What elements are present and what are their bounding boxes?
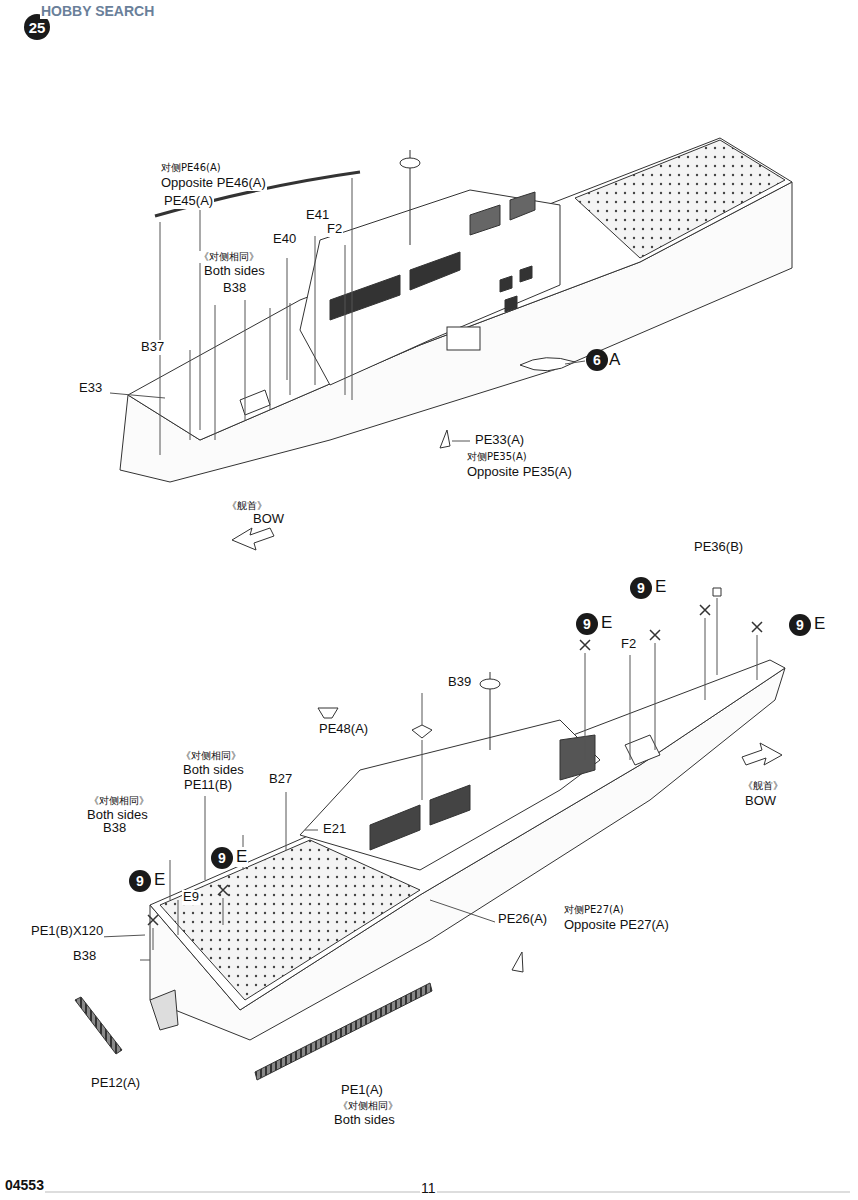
- callout-circle: 9: [211, 847, 233, 869]
- part-label: 《对侧相同》: [337, 1100, 399, 1112]
- part-label: B27: [268, 772, 293, 787]
- part-label: E: [153, 870, 166, 890]
- step-number: 9: [218, 850, 226, 866]
- part-label: E21: [322, 822, 347, 837]
- part-label: E9: [182, 890, 200, 905]
- part-label: B38: [222, 281, 247, 296]
- part-label: BOW: [744, 794, 777, 809]
- callout-circle: 9: [789, 614, 811, 636]
- part-label: Opposite PE35(A): [466, 465, 573, 480]
- callout-circle: 6: [586, 349, 608, 371]
- part-label: F2: [326, 222, 343, 237]
- part-label: PE1(A): [340, 1083, 384, 1098]
- step-number: 9: [637, 580, 645, 596]
- part-label: Both sides: [333, 1113, 396, 1128]
- part-label: 《舰首》: [226, 500, 268, 512]
- part-label: Opposite PE46(A): [160, 176, 267, 191]
- part-label: Opposite PE27(A): [563, 918, 670, 933]
- part-label: 对侧PE46(A): [160, 162, 222, 174]
- step-number: 9: [583, 616, 591, 632]
- part-label: E: [235, 847, 248, 867]
- part-label: 对侧PE35(A): [466, 451, 528, 463]
- step-number: 6: [593, 352, 601, 368]
- part-label: B38: [72, 949, 97, 964]
- watermark: HOBBY SEARCH: [40, 3, 155, 19]
- part-label: PE12(A): [90, 1076, 141, 1091]
- page-footer: 04553: [4, 1177, 45, 1193]
- callout-circle: 9: [129, 870, 151, 892]
- part-label: E: [600, 613, 613, 633]
- part-label: 《对侧相同》: [198, 251, 260, 263]
- part-label: E41: [305, 208, 330, 223]
- part-label: PE33(A): [474, 433, 525, 448]
- part-label: PE11(B): [183, 778, 233, 793]
- part-label: PE26(A): [497, 912, 548, 927]
- step-number: 9: [796, 617, 804, 633]
- page-footer: 11: [420, 1180, 437, 1196]
- part-label: Both sides: [203, 264, 266, 279]
- part-label: PE1(B)X120: [30, 924, 104, 939]
- part-label: A: [608, 350, 621, 370]
- part-label: B37: [140, 340, 165, 355]
- step-number: 25: [29, 19, 46, 36]
- part-label: PE45(A): [163, 194, 214, 209]
- part-label: B38: [102, 821, 127, 836]
- part-label: Both sides: [182, 763, 245, 778]
- callout-circle: 9: [576, 613, 598, 635]
- step-number: 9: [136, 873, 144, 889]
- part-label: 《对侧相同》: [88, 795, 150, 807]
- part-label: F2: [620, 637, 637, 652]
- part-label: E33: [78, 381, 103, 396]
- part-label: E: [654, 577, 667, 597]
- part-label: B39: [447, 675, 472, 690]
- part-label: 《对侧相同》: [180, 750, 242, 762]
- part-label: 《舰首》: [742, 780, 784, 792]
- callout-circle: 9: [630, 577, 652, 599]
- part-label: E40: [272, 232, 297, 247]
- part-label: E: [813, 614, 826, 634]
- part-label: PE36(B): [693, 540, 744, 555]
- part-label: 对侧PE27(A): [563, 904, 625, 916]
- part-label: PE48(A): [318, 722, 369, 737]
- part-label: BOW: [252, 512, 285, 527]
